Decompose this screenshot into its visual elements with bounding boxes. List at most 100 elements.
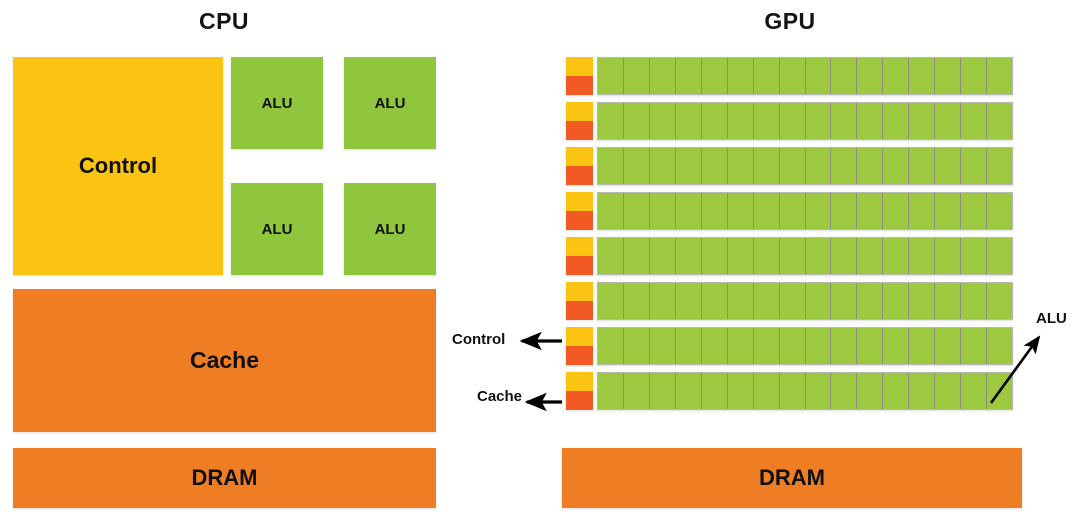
gpu-alu-cell <box>623 148 650 184</box>
cpu-alu-block-3: ALU <box>231 183 323 275</box>
gpu-alu-cell <box>935 328 962 364</box>
gpu-alu-cell <box>961 193 988 229</box>
gpu-alu-cell <box>779 193 806 229</box>
gpu-alu-cell <box>961 103 988 139</box>
gpu-row-8-alu-strip <box>597 372 1013 410</box>
gpu-alu-cell <box>623 103 650 139</box>
gpu-row-7-alu-strip <box>597 327 1013 365</box>
cpu-cache-label: Cache <box>189 347 260 373</box>
gpu-alu-cell <box>675 58 702 94</box>
gpu-alu-cell <box>649 328 676 364</box>
gpu-alu-cell <box>623 193 650 229</box>
gpu-alu-cell <box>701 193 728 229</box>
gpu-row-7-control <box>566 327 593 346</box>
gpu-alu-cell <box>779 58 806 94</box>
gpu-row-1-control <box>566 57 593 76</box>
cpu-dram-label: DRAM <box>191 465 258 490</box>
gpu-alu-cell <box>701 328 728 364</box>
gpu-row-5-control <box>566 237 593 256</box>
gpu-alu-cell <box>987 373 1012 409</box>
gpu-alu-cell <box>961 148 988 184</box>
gpu-alu-cell <box>598 148 624 184</box>
gpu-alu-cell <box>805 193 832 229</box>
gpu-alu-cell <box>935 58 962 94</box>
gpu-alu-cell <box>753 328 780 364</box>
gpu-alu-cell <box>961 283 988 319</box>
gpu-alu-cell <box>883 328 910 364</box>
gpu-alu-cell <box>779 373 806 409</box>
cpu-panel-title: CPU <box>198 8 250 34</box>
gpu-alu-cell <box>857 328 884 364</box>
cpu-alu-label-2: ALU <box>374 94 406 112</box>
gpu-alu-cell <box>701 103 728 139</box>
gpu-alu-cell <box>623 283 650 319</box>
gpu-alu-cell <box>961 238 988 274</box>
gpu-alu-cell <box>883 103 910 139</box>
gpu-alu-cell <box>857 283 884 319</box>
gpu-row-4-control <box>566 192 593 211</box>
gpu-row-2-alu-strip <box>597 102 1013 140</box>
gpu-alu-cell <box>831 103 858 139</box>
gpu-alu-cell <box>727 283 754 319</box>
gpu-alu-cell <box>935 283 962 319</box>
gpu-row-4-cache <box>566 211 593 230</box>
gpu-alu-cell <box>935 238 962 274</box>
gpu-row-3-alu-strip <box>597 147 1013 185</box>
gpu-alu-cell <box>857 238 884 274</box>
gpu-alu-cell <box>598 103 624 139</box>
gpu-alu-cell <box>935 103 962 139</box>
cpu-alu-block-1: ALU <box>231 57 323 149</box>
gpu-alu-cell <box>831 238 858 274</box>
gpu-alu-cell <box>727 238 754 274</box>
gpu-row-5-cache <box>566 256 593 275</box>
gpu-alu-cell <box>649 58 676 94</box>
gpu-alu-cell <box>753 193 780 229</box>
gpu-alu-cell <box>753 148 780 184</box>
cpu-control-label: Control <box>78 153 158 178</box>
gpu-alu-cell <box>805 238 832 274</box>
gpu-alu-cell <box>987 103 1012 139</box>
gpu-row-3-cache <box>566 166 593 185</box>
gpu-row-8-cache <box>566 391 593 410</box>
cpu-alu-label-1: ALU <box>261 94 293 112</box>
gpu-alu-cell <box>831 328 858 364</box>
gpu-alu-cell <box>727 328 754 364</box>
gpu-alu-cell <box>909 193 936 229</box>
gpu-row-4-alu-strip <box>597 192 1013 230</box>
cpu-cache-block: Cache <box>13 289 436 432</box>
gpu-alu-cell <box>727 373 754 409</box>
gpu-alu-cell <box>675 148 702 184</box>
gpu-alu-cell <box>987 238 1012 274</box>
gpu-alu-cell <box>675 103 702 139</box>
gpu-cache-annotation-label: Cache <box>477 388 523 405</box>
gpu-alu-cell <box>675 328 702 364</box>
gpu-row-6-cache <box>566 301 593 320</box>
gpu-alu-cell <box>649 103 676 139</box>
gpu-row-7-cache <box>566 346 593 365</box>
gpu-alu-cell <box>805 148 832 184</box>
gpu-alu-cell <box>883 148 910 184</box>
gpu-panel-title: GPU <box>764 8 816 34</box>
gpu-alu-cell <box>883 283 910 319</box>
gpu-alu-cell <box>961 328 988 364</box>
gpu-alu-cell <box>987 148 1012 184</box>
gpu-alu-cell <box>831 373 858 409</box>
gpu-alu-cell <box>831 283 858 319</box>
gpu-alu-cell <box>883 193 910 229</box>
gpu-alu-cell <box>649 148 676 184</box>
cpu-dram-block: DRAM <box>13 448 436 508</box>
gpu-alu-cell <box>961 373 988 409</box>
gpu-alu-cell <box>753 238 780 274</box>
gpu-alu-cell <box>805 283 832 319</box>
cpu-control-block: Control <box>13 57 223 275</box>
gpu-control-annotation-label: Control <box>452 331 506 348</box>
gpu-alu-cell <box>753 103 780 139</box>
gpu-dram-block: DRAM <box>562 448 1022 508</box>
gpu-alu-cell <box>675 373 702 409</box>
gpu-alu-cell <box>805 58 832 94</box>
gpu-alu-cell <box>805 328 832 364</box>
gpu-alu-cell <box>779 148 806 184</box>
gpu-row-1-cache <box>566 76 593 95</box>
gpu-alu-cell <box>753 58 780 94</box>
